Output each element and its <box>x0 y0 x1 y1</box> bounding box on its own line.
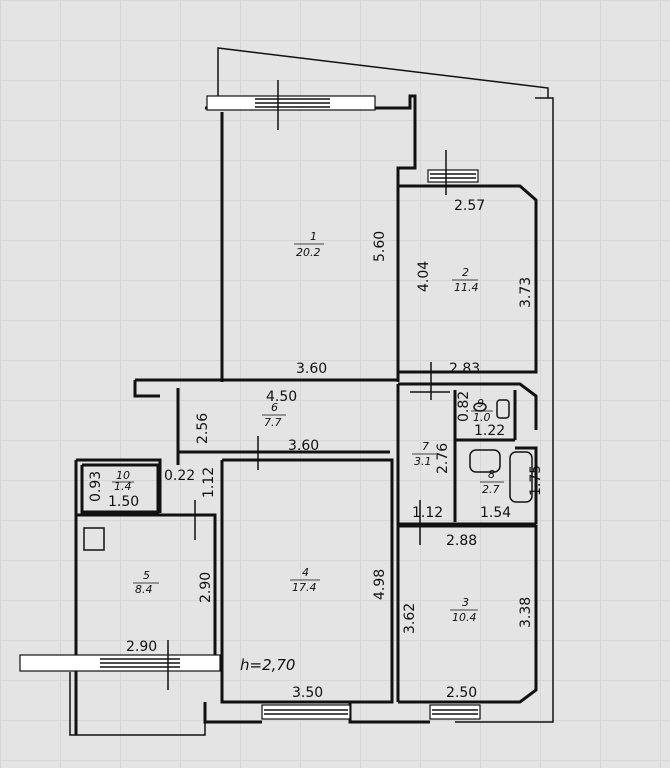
room-2-number: 2 <box>462 266 469 279</box>
dim-1-75: 1.75 <box>528 465 544 496</box>
dim-2-56: 2.56 <box>195 413 211 444</box>
dim-3-38: 3.38 <box>518 597 534 628</box>
dim-2-76: 2.76 <box>435 443 451 474</box>
dim-3-60-top: 3.60 <box>296 361 327 377</box>
room-1-area: 20.2 <box>296 246 321 259</box>
dim-2-90-vertical: 2.90 <box>198 572 214 603</box>
room-3-number: 3 <box>462 596 469 609</box>
dim-0-93: 0.93 <box>88 471 104 502</box>
room-10-area: 1.4 <box>114 480 132 493</box>
dim-3-73: 3.73 <box>518 277 534 308</box>
room-10-number: 10 <box>116 469 130 482</box>
dim-3-50: 3.50 <box>292 685 323 701</box>
room-6-area: 7.7 <box>264 416 282 429</box>
dim-2-50: 2.50 <box>446 685 477 701</box>
dim-1-12-right: 1.12 <box>412 505 443 521</box>
dim-4-04: 4.04 <box>416 261 432 292</box>
ceiling-height: h=2,70 <box>240 656 295 674</box>
dimension-labels: 5.60 3.60 2.57 4.04 3.73 2.83 4.50 2.56 … <box>88 198 544 701</box>
dim-4-50: 4.50 <box>266 389 297 405</box>
room-8-area: 2.7 <box>482 483 500 496</box>
dim-4-98: 4.98 <box>372 569 388 600</box>
dim-1-22: 1.22 <box>474 423 505 439</box>
dim-3-60-mid: 3.60 <box>288 438 319 454</box>
room-9-area: 1.0 <box>473 411 491 424</box>
dim-1-50: 1.50 <box>108 494 139 510</box>
room-9-number: 9 <box>477 397 484 410</box>
room-5-number: 5 <box>143 569 150 582</box>
dim-1-54: 1.54 <box>480 505 511 521</box>
dim-0-82: 0.82 <box>456 391 472 422</box>
dim-5-60: 5.60 <box>372 231 388 262</box>
room-4-area: 17.4 <box>292 581 317 594</box>
room-1-number: 1 <box>310 230 317 243</box>
room-4-number: 4 <box>302 566 309 579</box>
windows <box>19 95 481 720</box>
room-5-area: 8.4 <box>135 583 153 596</box>
dim-1-12-left: 1.12 <box>201 467 217 498</box>
outer-right-boundary <box>455 97 554 723</box>
bathroom-fixtures <box>83 399 533 551</box>
dim-2-90-horizontal: 2.90 <box>126 639 157 655</box>
room-6-number: 6 <box>271 401 278 414</box>
room-7-area: 3.1 <box>414 455 432 468</box>
room-labels: 1 20.2 2 11.4 3 10.4 4 17.4 5 8.4 6 7.7 … <box>112 230 504 624</box>
dim-2-88: 2.88 <box>446 533 477 549</box>
dim-2-83: 2.83 <box>449 361 480 377</box>
balcony-top-outline <box>217 47 549 98</box>
dim-0-22: 0.22 <box>164 468 195 484</box>
room-7-number: 7 <box>422 440 429 453</box>
room-2-area: 11.4 <box>454 281 479 294</box>
room-8-number: 8 <box>488 468 495 481</box>
walls <box>74 94 538 735</box>
door-marks <box>167 80 450 690</box>
dim-3-62: 3.62 <box>402 603 418 634</box>
dim-2-57: 2.57 <box>454 198 485 214</box>
room-3-area: 10.4 <box>452 611 477 624</box>
